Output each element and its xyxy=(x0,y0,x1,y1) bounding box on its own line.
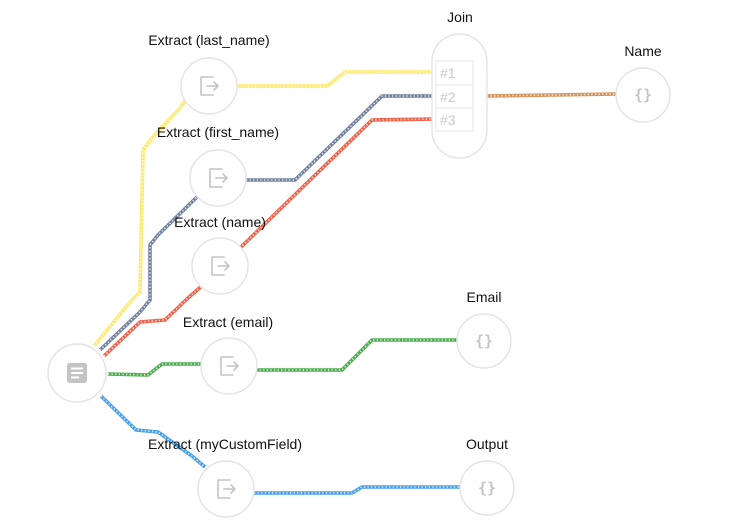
connection-extract-first-name-to-join-2[interactable] xyxy=(246,94,436,182)
connection-source-to-extract-email[interactable] xyxy=(107,362,203,377)
extract-custom-field-node[interactable]: Extract (myCustomField) xyxy=(148,436,302,518)
connection-join-to-name[interactable] xyxy=(486,92,618,98)
join-port-3[interactable]: #3 xyxy=(435,107,474,132)
svg-text:#2: #2 xyxy=(440,89,456,105)
node-label: Extract (name) xyxy=(174,214,266,230)
node-label: Extract (first_name) xyxy=(157,124,279,140)
node-label: Output xyxy=(466,436,508,452)
svg-text:#3: #3 xyxy=(440,112,456,128)
connection-source-to-extract-custom[interactable] xyxy=(99,394,207,469)
email-output-node[interactable]: Email {} xyxy=(456,289,512,369)
join-port-1[interactable]: #1 xyxy=(435,60,474,86)
node-label: Extract (email) xyxy=(183,314,273,330)
node-label: Email xyxy=(466,289,501,305)
extract-icon xyxy=(211,256,230,276)
node-label: Extract (last_name) xyxy=(148,32,269,48)
output-node[interactable]: Output {} xyxy=(459,436,515,516)
connection-extract-last-name-to-join-1[interactable] xyxy=(237,70,436,88)
connection-extract-custom-to-output[interactable] xyxy=(254,485,460,495)
connection-source-to-extract-name[interactable] xyxy=(102,282,206,358)
join-node[interactable]: Join #1 #2 #3 xyxy=(431,9,488,159)
extract-icon xyxy=(217,479,236,499)
connection-extract-name-to-join-3[interactable] xyxy=(238,117,437,250)
svg-text:#1: #1 xyxy=(440,65,456,81)
extract-last-name-node[interactable]: Extract (last_name) xyxy=(148,32,270,115)
extract-icon xyxy=(200,76,219,96)
connection-extract-email-to-email[interactable] xyxy=(256,338,457,372)
extract-email-node[interactable]: Extract (email) xyxy=(183,314,273,395)
node-label: Name xyxy=(624,43,662,59)
document-icon xyxy=(67,363,87,383)
extract-icon xyxy=(209,168,228,188)
braces-icon: {} xyxy=(478,479,496,497)
connections-layer xyxy=(92,70,618,495)
extract-name-node[interactable]: Extract (name) xyxy=(174,214,266,295)
braces-icon: {} xyxy=(634,86,652,104)
name-output-node[interactable]: Name {} xyxy=(615,43,671,123)
join-port-2[interactable]: #2 xyxy=(435,84,474,109)
extract-first-name-node[interactable]: Extract (first_name) xyxy=(157,124,279,207)
extract-icon xyxy=(220,356,239,376)
braces-icon: {} xyxy=(475,332,493,350)
connection-source-to-extract-first-name[interactable] xyxy=(98,194,200,352)
node-label: Join xyxy=(447,9,473,25)
source-node[interactable] xyxy=(47,343,107,403)
node-label: Extract (myCustomField) xyxy=(148,436,302,452)
